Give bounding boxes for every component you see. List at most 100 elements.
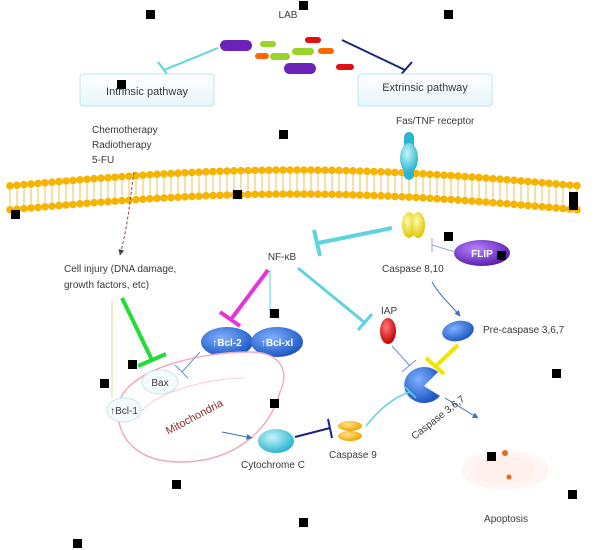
lipid-head [538, 202, 546, 211]
caspase-9-icon [338, 421, 362, 441]
lipid-head [13, 181, 21, 190]
lipid-head [517, 201, 525, 209]
lipid-head [6, 182, 14, 190]
lipid-head [230, 167, 238, 175]
lipid-head [188, 168, 196, 177]
lipid-head [405, 193, 413, 201]
lipid-head [237, 166, 245, 175]
lipid-head [356, 191, 364, 199]
lipid-head [174, 169, 182, 177]
lipid-head [251, 190, 259, 199]
radiotherapy-label: Radiotherapy [92, 140, 151, 151]
lipid-head [559, 180, 567, 189]
lipid-head [314, 190, 322, 198]
lipid-head [97, 198, 105, 206]
lipid-head [118, 172, 126, 181]
lipid-head [363, 167, 371, 176]
lipid-head [419, 170, 427, 178]
lipid-head [321, 190, 329, 199]
lipid-head [377, 191, 385, 200]
lipid-head [279, 166, 287, 174]
chemo-to-injury-arrow [118, 171, 135, 256]
lipid-head [258, 166, 266, 175]
lipid-head [146, 194, 154, 203]
lipid-head [139, 171, 147, 179]
lipid-head [538, 178, 546, 187]
lipid-head [503, 199, 511, 208]
lipid-head [132, 195, 140, 204]
lipid-head [496, 175, 504, 183]
pre-caspase-label: Pre-caspase 3,6,7 [483, 325, 565, 336]
lipid-head [27, 204, 35, 212]
lipid-head [468, 173, 476, 181]
intrinsic-pathway-box [79, 73, 215, 107]
lipid-head [244, 190, 252, 199]
lab-inhibits-intrinsic-line [163, 47, 219, 71]
apoptosis-cell-icon [461, 450, 549, 490]
lipid-head [300, 166, 308, 174]
lipid-head [419, 194, 427, 202]
bcl2-icon: ↑Bcl-2 [201, 327, 253, 357]
lipid-head [125, 196, 133, 204]
lipid-head [111, 197, 119, 205]
receptor-inhibits-nfkb-line [317, 226, 393, 245]
lipid-head [384, 192, 392, 200]
lab-label: LAB [279, 10, 298, 21]
lipid-head [251, 166, 259, 175]
lipid-head [104, 197, 112, 206]
lipid-head [216, 191, 224, 200]
lipid-head [62, 177, 70, 185]
flip-label: FLIP [471, 249, 493, 260]
lipid-head [209, 191, 217, 200]
cytochrome-c-icon [258, 429, 294, 453]
lipid-head [412, 193, 420, 202]
lipid-head [69, 176, 77, 185]
lipid-head [328, 166, 336, 175]
lipid-head [160, 170, 168, 178]
lipid-head [440, 171, 448, 179]
lipid-head [195, 168, 203, 176]
lipid-head [342, 166, 350, 175]
cell-injury-label: Cell injury (DNA damage, [64, 264, 176, 275]
lipid-head [55, 201, 63, 210]
lipid-head [398, 192, 406, 201]
flip-icon: FLIP [454, 240, 510, 266]
lipid-head [97, 174, 105, 182]
lipid-head [195, 192, 203, 200]
lipid-head [328, 190, 336, 199]
lipid-head [244, 166, 252, 175]
lipid-head [433, 194, 441, 203]
lipid-head [370, 167, 378, 176]
bcl1-icon: ↑Bcl-1 [106, 397, 142, 423]
lipid-head [566, 181, 574, 189]
lipid-head [475, 197, 483, 206]
lab-bacteria-icon [220, 37, 354, 74]
lipid-head [146, 170, 154, 179]
lipid-head [489, 174, 497, 183]
lipid-head [223, 167, 231, 175]
bcl1-label: ↑Bcl-1 [110, 406, 138, 417]
lipid-head [83, 175, 91, 184]
lipid-head [293, 190, 301, 198]
bax-icon: Bax [141, 369, 179, 395]
lipid-head [125, 172, 133, 180]
lipid-head [545, 179, 553, 188]
lipid-head [461, 172, 469, 181]
pre-caspase-icon [442, 320, 474, 342]
lipid-head [384, 168, 392, 176]
lipid-head [391, 192, 399, 201]
lipid-head [559, 204, 567, 213]
lipid-head [314, 166, 322, 174]
lipid-head [181, 192, 189, 201]
cytochrome-c-label: Cytochrome C [241, 460, 305, 471]
fas-tnf-receptor-label: Fas/TNF receptor [396, 116, 475, 127]
lipid-head [377, 167, 385, 176]
lipid-head [412, 169, 420, 178]
iap-icon [380, 318, 396, 344]
lipid-head [104, 173, 112, 182]
lipid-head [300, 190, 308, 198]
lipid-head [482, 174, 490, 182]
lipid-head [503, 175, 511, 184]
lipid-head [209, 167, 217, 176]
